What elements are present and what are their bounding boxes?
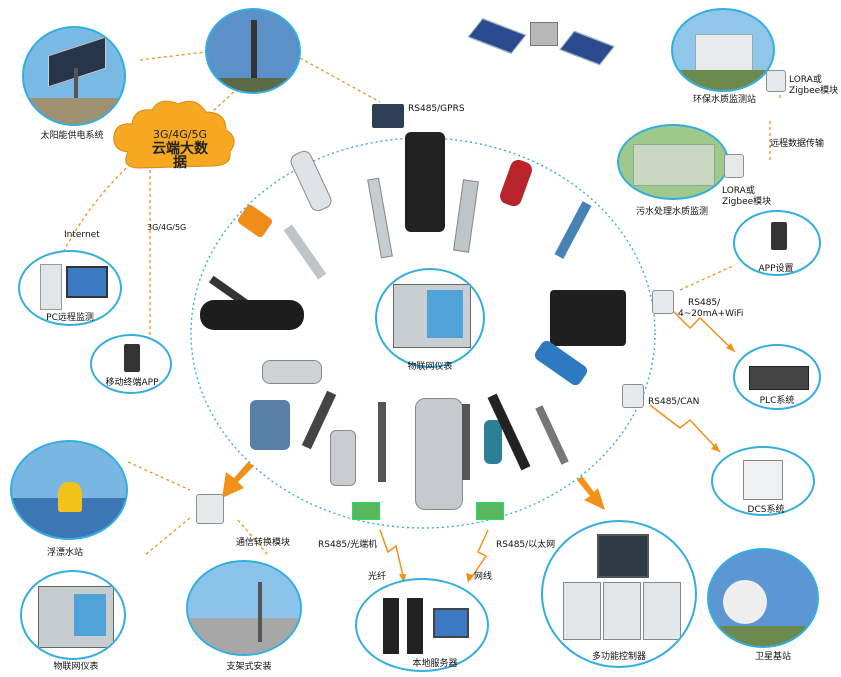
rs485-wifi-label-1: RS485/ bbox=[688, 298, 721, 308]
satellite-base-label: 卫星基站 bbox=[754, 652, 792, 662]
link-solar-tower bbox=[139, 51, 206, 61]
sensor-probe-19 bbox=[462, 404, 470, 480]
dcs-label: DCS系统 bbox=[747, 505, 785, 515]
zigbee2-label: Zigbee模块 bbox=[722, 197, 772, 207]
iot-meter-label: 物联网仪表 bbox=[53, 662, 99, 672]
rs485-can-label: RS485/CAN bbox=[648, 397, 700, 407]
rs485-wifi-label-2: 4~20mA+WiFi bbox=[678, 309, 744, 319]
arrow-down-left bbox=[222, 462, 254, 498]
plc-node bbox=[733, 344, 821, 410]
app-label: APP设置 bbox=[758, 264, 794, 274]
sensor-probe-17 bbox=[378, 402, 386, 482]
link-buoy bbox=[127, 461, 191, 491]
iot-meter-node bbox=[20, 570, 126, 660]
cloud-label: 3G/4G/5G 云端大数据 bbox=[147, 128, 213, 170]
can-meter-device bbox=[622, 384, 644, 408]
cloud-line1: 3G/4G/5G bbox=[153, 128, 207, 141]
sensor-probe-14 bbox=[250, 400, 290, 450]
converter-device bbox=[196, 494, 224, 524]
rs485-eth-label: RS485/以太网 bbox=[496, 540, 556, 550]
bracket-label: 支架式安装 bbox=[226, 662, 272, 672]
zigbee1-label: Zigbee模块 bbox=[789, 86, 839, 96]
gprs-label: RS485/GPRS bbox=[408, 104, 465, 114]
env-station-node bbox=[671, 8, 775, 92]
pc-label: PC远程监测 bbox=[46, 313, 94, 323]
server-node bbox=[355, 578, 489, 672]
buoy-node bbox=[10, 440, 128, 540]
app-node bbox=[733, 210, 821, 276]
env-meter-device bbox=[766, 70, 786, 92]
sewage-meter-device bbox=[724, 154, 744, 178]
link-cable bbox=[469, 529, 489, 581]
remote-label: 远程数据传输 bbox=[770, 139, 825, 149]
fiber-module bbox=[352, 502, 380, 520]
solar-label: 太阳能供电系统 bbox=[40, 131, 104, 141]
link-conv-meter bbox=[144, 517, 191, 556]
link-dcs bbox=[649, 404, 721, 453]
satellite-icon bbox=[467, 12, 615, 72]
wifi-meter-device bbox=[652, 290, 674, 314]
dcs-node bbox=[711, 446, 815, 516]
sensor-probe-12 bbox=[262, 360, 322, 384]
sensor-probe-3 bbox=[405, 132, 445, 232]
mobile-net-label: 3G/4G/5G bbox=[147, 223, 187, 232]
controller-node bbox=[541, 520, 697, 668]
link-tower-gprs bbox=[299, 57, 381, 103]
link-conv-bracket bbox=[237, 519, 269, 556]
mobile-node bbox=[90, 334, 172, 394]
sewage-label: 污水处理水质监测 bbox=[636, 207, 709, 217]
env-station-label: 环保水质监测站 bbox=[693, 95, 757, 105]
link-cloud-pc bbox=[59, 159, 136, 259]
link-plc bbox=[671, 309, 736, 353]
tower-node bbox=[205, 8, 301, 94]
buoy-label: 浮漂水站 bbox=[46, 548, 84, 558]
bracket-node bbox=[186, 560, 302, 656]
pc-node bbox=[18, 250, 122, 326]
cloud-line2: 云端大数据 bbox=[152, 141, 208, 171]
eth-module bbox=[476, 502, 504, 520]
sensor-probe-10 bbox=[200, 300, 304, 330]
solar-node bbox=[22, 26, 126, 126]
arrow-down-right bbox=[577, 476, 605, 510]
plc-label: PLC系统 bbox=[759, 396, 795, 406]
server-label: 本地服务器 bbox=[412, 659, 458, 669]
sensor-probe-11 bbox=[550, 290, 626, 346]
mobile-label: 移动终端APP bbox=[105, 378, 159, 388]
center-label: 物联网仪表 bbox=[407, 362, 453, 372]
cable-label: 网线 bbox=[474, 572, 493, 582]
gprs-module bbox=[372, 104, 404, 128]
lora2-label: LORA或 bbox=[722, 186, 755, 196]
converter-label: 通信转换模块 bbox=[236, 538, 291, 548]
controller-label: 多功能控制器 bbox=[591, 652, 647, 662]
link-app bbox=[679, 264, 736, 291]
cloud-shape bbox=[113, 100, 235, 169]
sewage-node bbox=[617, 124, 729, 200]
sensor-probe-18 bbox=[415, 398, 463, 510]
satellite-base-node bbox=[707, 548, 819, 648]
sensor-probe-20 bbox=[484, 420, 502, 464]
sensor-probe-16 bbox=[330, 430, 356, 486]
fiber-label: 光纤 bbox=[368, 572, 387, 582]
lora1-label: LORA或 bbox=[789, 75, 822, 85]
link-fiber bbox=[379, 529, 405, 581]
center-node bbox=[375, 268, 485, 368]
internet-label: Internet bbox=[64, 230, 100, 240]
sensor-ring bbox=[190, 137, 656, 529]
rs485-fiber-label: RS485/光端机 bbox=[318, 540, 378, 550]
